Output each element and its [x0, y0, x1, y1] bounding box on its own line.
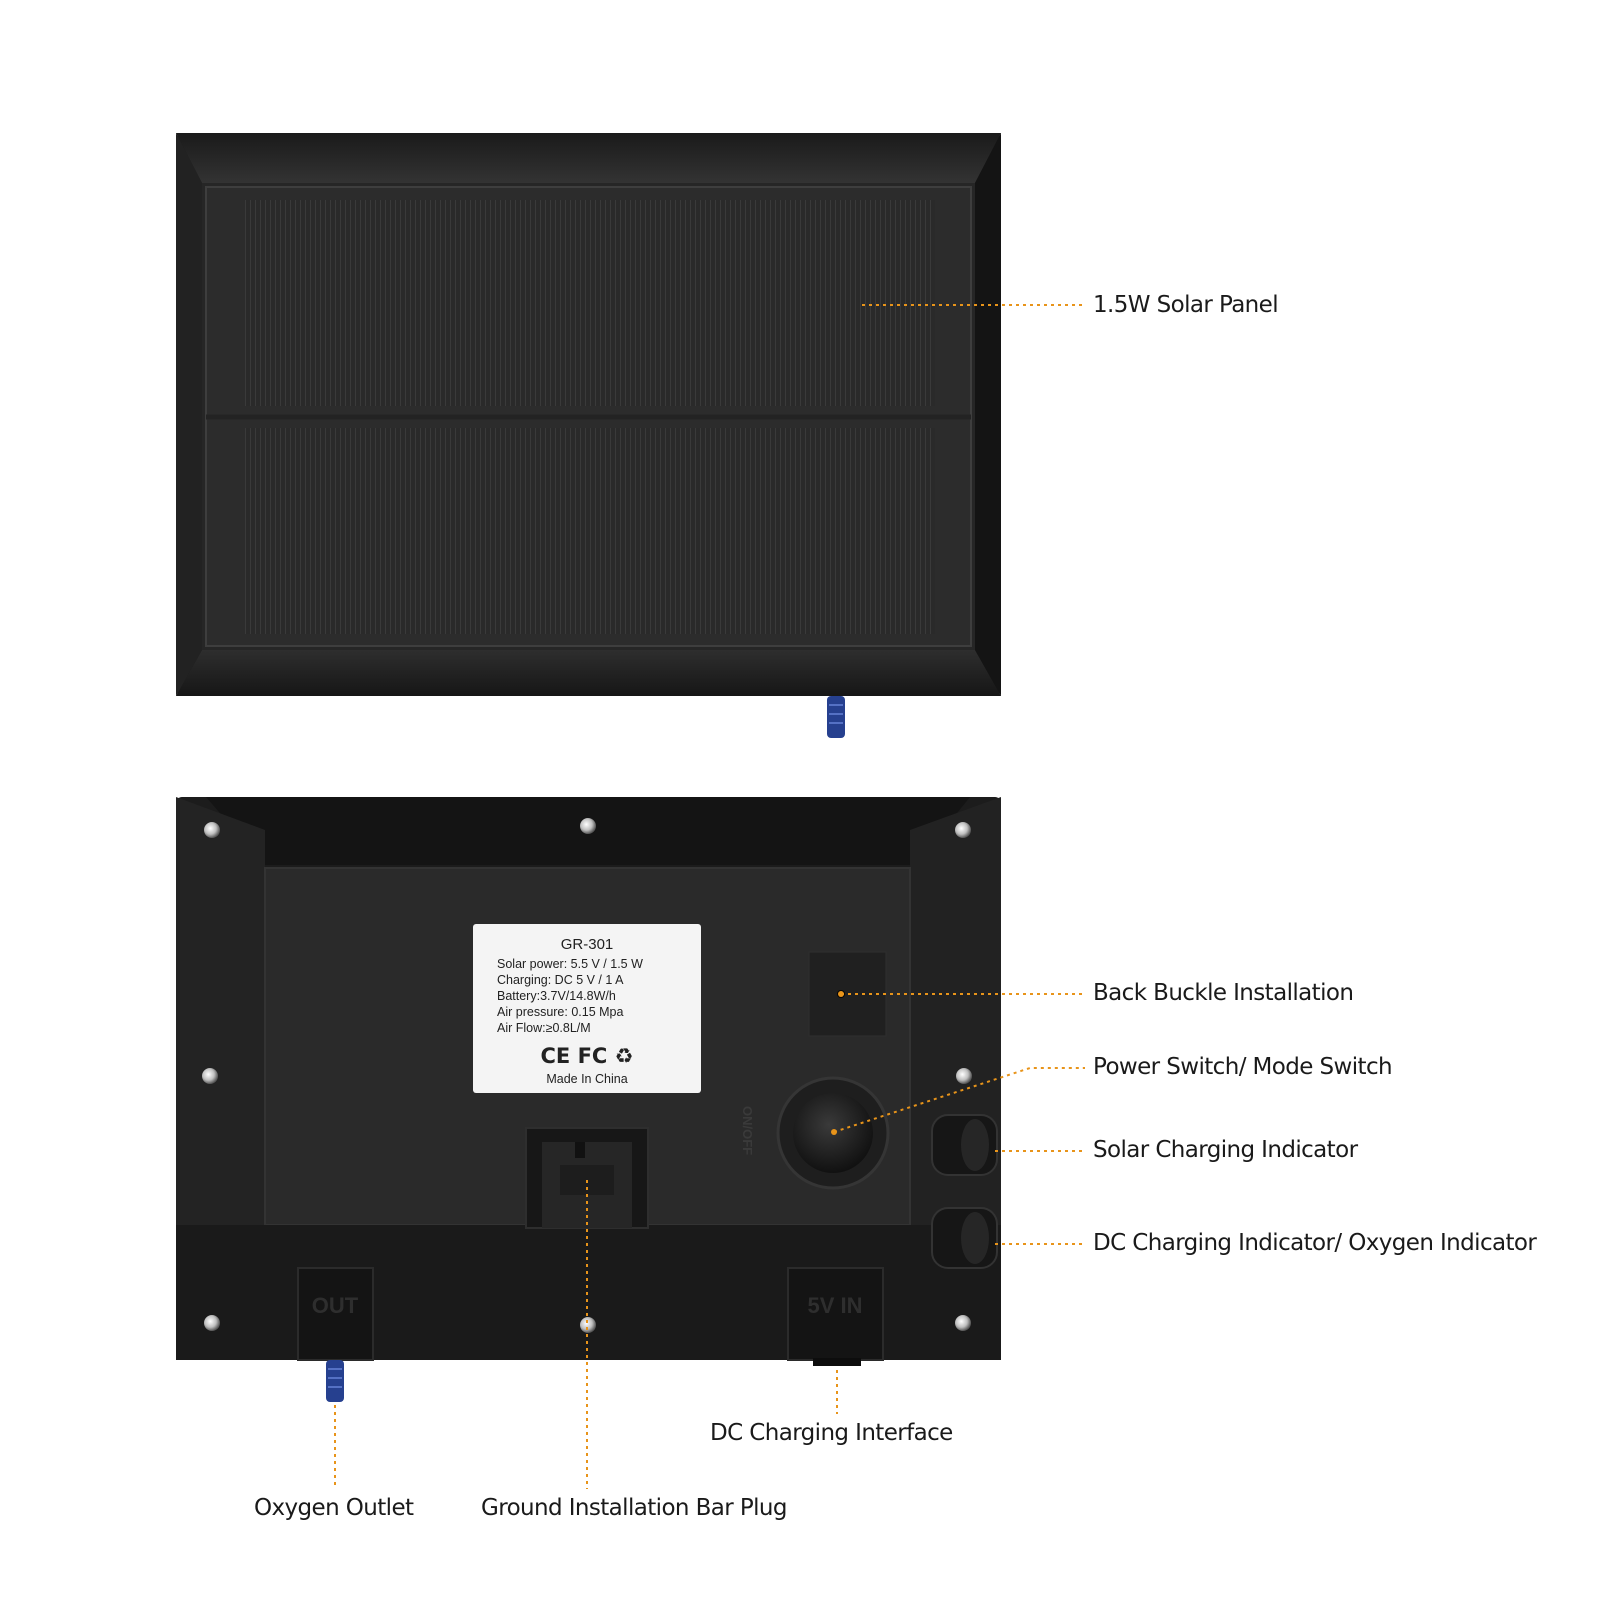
- spec-label: [473, 924, 701, 1093]
- dc-in-port-label: 5V IN: [807, 1293, 862, 1318]
- spec-line-charging: Charging: DC 5 V / 1 A: [497, 973, 624, 987]
- callout-ground-bar: Ground Installation Bar Plug: [481, 1495, 787, 1521]
- bottom-bevel: [176, 650, 1001, 696]
- back-view-device: GR-301 Solar power: 5.5 V / 1.5 W Chargi…: [176, 797, 1001, 1402]
- spec-line-battery: Battery:3.7V/14.8W/h: [497, 989, 616, 1003]
- callout-leaders: [334, 304, 1085, 1489]
- dc-in-port: [787, 1267, 884, 1361]
- callout-dc-indicator: DC Charging Indicator/ Oxygen Indicator: [1093, 1230, 1537, 1256]
- solar-cells-upper: [245, 200, 935, 406]
- screw-icon: [955, 822, 971, 838]
- screw-icon: [580, 818, 596, 834]
- screw-icon: [955, 1315, 971, 1331]
- oxygen-nozzle: [827, 696, 845, 738]
- leader-dot: [838, 991, 844, 997]
- screw-icon: [204, 1315, 220, 1331]
- callout-back-buckle: Back Buckle Installation: [1093, 980, 1354, 1006]
- leader-dot: [831, 1129, 837, 1135]
- back-buckle-slot: [808, 951, 887, 1037]
- solar-panel-device: [176, 133, 1001, 738]
- spec-line-pressure: Air pressure: 0.15 Mpa: [497, 1005, 623, 1019]
- spec-line-solar: Solar power: 5.5 V / 1.5 W: [497, 957, 643, 971]
- callout-power-switch: Power Switch/ Mode Switch: [1093, 1054, 1393, 1080]
- callout-oxygen-outlet: Oxygen Outlet: [254, 1495, 414, 1521]
- screw-icon: [956, 1068, 972, 1084]
- screw-icon: [580, 1317, 596, 1333]
- spec-line-airflow: Air Flow:≥0.8L/M: [497, 1021, 591, 1035]
- solar-cells-lower: [245, 428, 935, 634]
- out-port-label: OUT: [312, 1293, 359, 1318]
- screw-icons: [202, 818, 972, 1333]
- spec-model: GR-301: [561, 936, 614, 953]
- screw-icon: [202, 1068, 218, 1084]
- switch-mark: ON/OFF: [740, 1106, 755, 1155]
- certification-marks: CE FC ♻: [541, 1044, 634, 1068]
- callout-solar-indicator: Solar Charging Indicator: [1093, 1137, 1358, 1163]
- oxygen-outlet-nozzle: [326, 1360, 344, 1402]
- spec-origin: Made In China: [546, 1072, 627, 1086]
- callout-dc-interface: DC Charging Interface: [710, 1420, 953, 1446]
- screw-icon: [204, 822, 220, 838]
- callout-solar-panel: 1.5W Solar Panel: [1093, 292, 1279, 318]
- top-bevel: [176, 133, 1001, 183]
- out-port: [297, 1267, 374, 1361]
